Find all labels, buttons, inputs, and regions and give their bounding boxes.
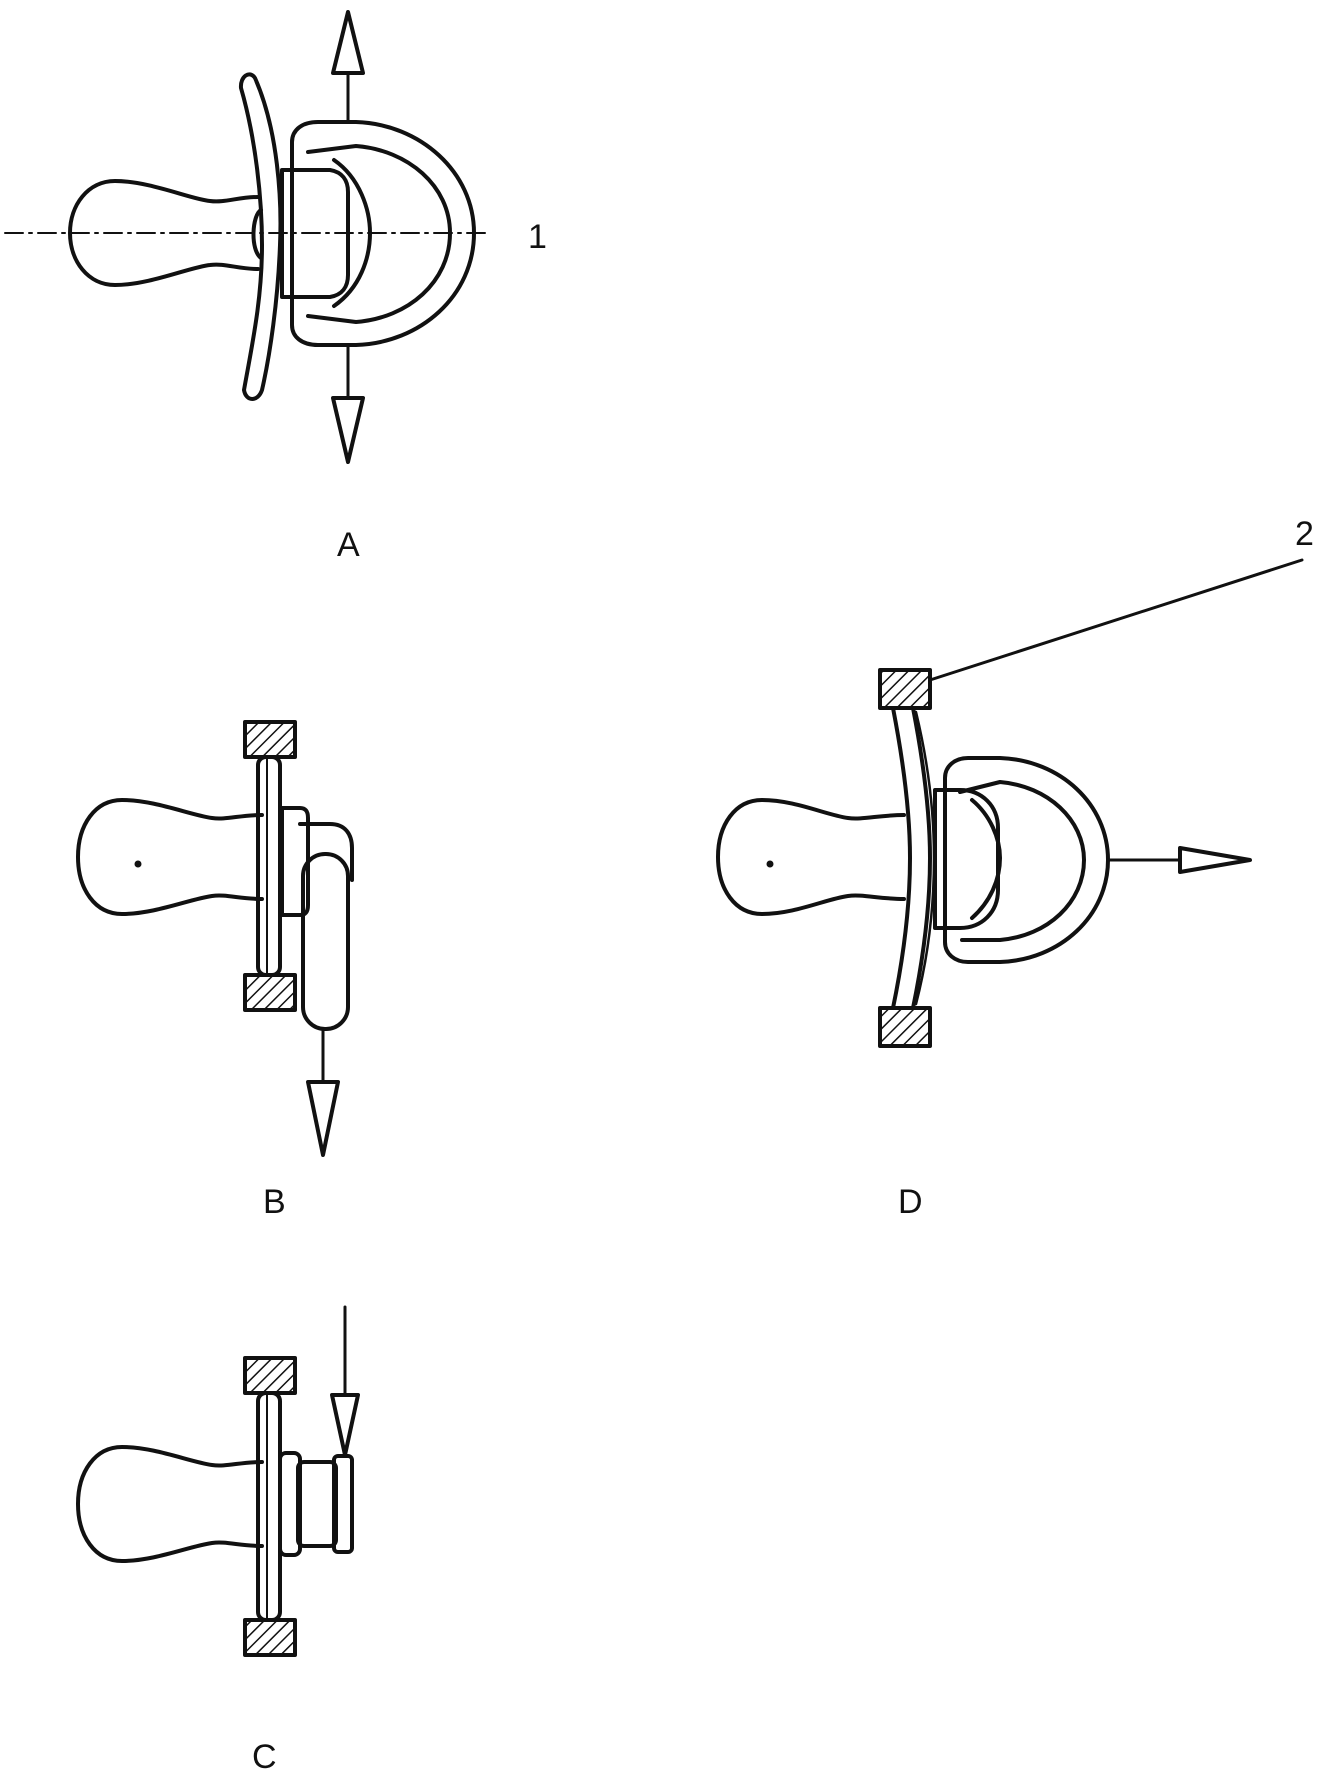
button-view-a [280, 168, 350, 299]
button-cup-d [970, 798, 1002, 920]
nipple-view-c [76, 1445, 264, 1563]
shield-view-d [891, 706, 932, 1010]
ring-handle-inner-view-a [306, 144, 452, 324]
shield-plate-c [256, 1391, 282, 1622]
arrow-down-icon [330, 1305, 360, 1457]
nipple-view-a [68, 179, 260, 287]
arrow-down-icon [331, 343, 365, 464]
shield-view-a [238, 72, 283, 401]
hatched-support-top-b [243, 720, 297, 759]
neck-ring-view-a [251, 208, 263, 260]
reference-number-2: 2 [1295, 515, 1314, 553]
leader-line-2 [928, 558, 1304, 682]
view-label-c: C [252, 1738, 277, 1776]
button-mid-c [296, 1460, 338, 1548]
view-label-a: A [337, 526, 360, 564]
ring-handle-inner-d [958, 780, 1086, 942]
nipple-center-dot-b [134, 860, 142, 868]
arrow-right-icon [1106, 846, 1252, 874]
nipple-center-dot-d [766, 860, 774, 868]
shield-plate-b [256, 755, 282, 977]
button-view-d [933, 788, 1000, 930]
view-d-drawing [716, 668, 1110, 1048]
view-b-drawing [76, 720, 354, 1031]
view-a-drawing [4, 72, 491, 401]
view-label-b: B [263, 1183, 286, 1221]
hatched-support-bottom-b [243, 973, 297, 1012]
arrow-up-icon [331, 10, 365, 124]
hatched-support-top-c [243, 1356, 297, 1395]
reference-number-1: 1 [528, 218, 547, 256]
view-c-drawing [76, 1356, 354, 1657]
hatched-support-bottom-c [243, 1618, 297, 1657]
hatched-support-bottom-d [878, 1006, 932, 1048]
button-tip-c [332, 1454, 354, 1554]
nipple-view-d [716, 798, 906, 916]
folded-handle-b [301, 852, 350, 1031]
handle-stub-b [298, 822, 354, 882]
view-label-d: D [898, 1183, 923, 1221]
nipple-view-b [76, 798, 264, 916]
arrow-down-icon [306, 1027, 340, 1157]
hatched-support-top-d [878, 668, 932, 710]
ring-handle-outer-view-a [290, 120, 476, 347]
button-cup-view-a [332, 158, 372, 308]
